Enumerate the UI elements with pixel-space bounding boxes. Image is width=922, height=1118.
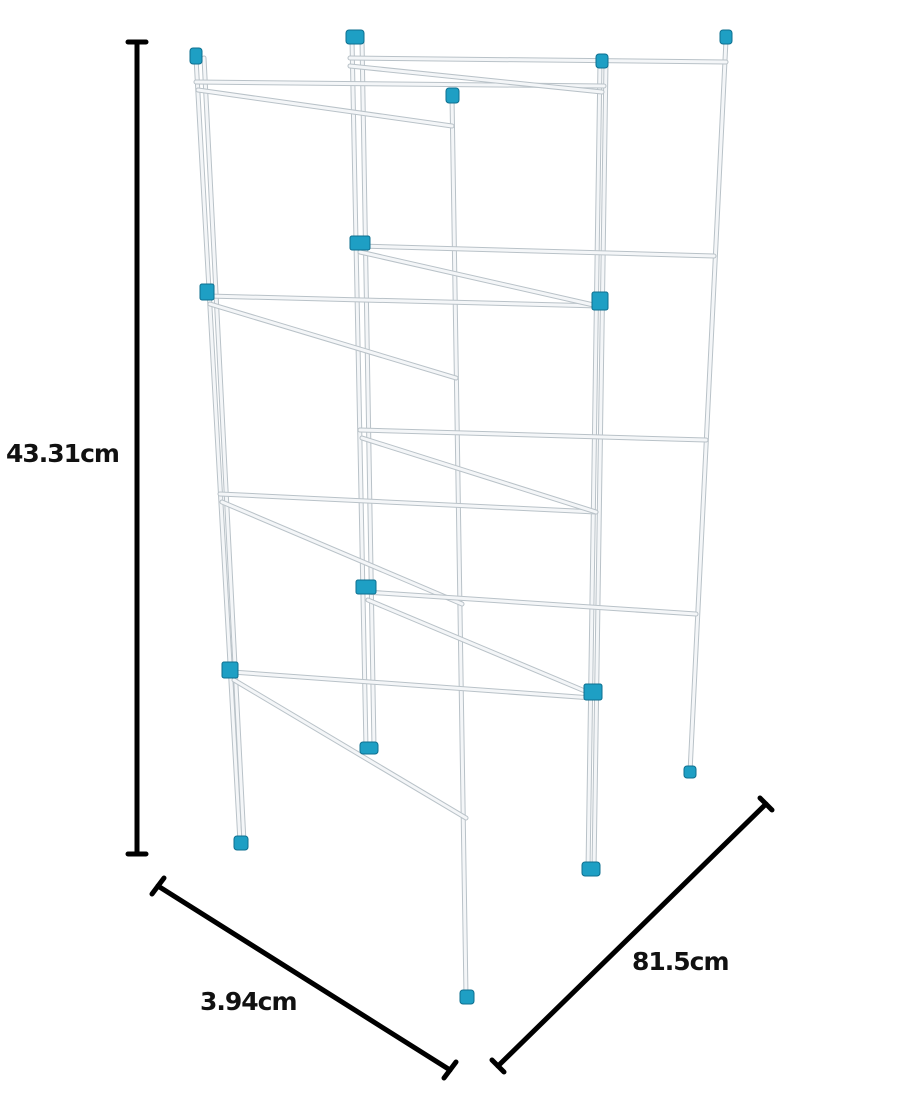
airer-rails [193, 55, 729, 821]
width-label: 3.94cm [200, 987, 297, 1016]
airer-clips [189, 29, 733, 1005]
width-dimension: 3.94cm [149, 875, 459, 1081]
depth-dimension: 81.5cm [489, 795, 775, 1075]
height-dimension: 43.31cm [6, 39, 149, 857]
clothes-airer-icon [189, 29, 733, 1005]
depth-label: 81.5cm [632, 947, 729, 976]
airer-legs [193, 37, 729, 999]
height-label: 43.31cm [6, 439, 119, 468]
